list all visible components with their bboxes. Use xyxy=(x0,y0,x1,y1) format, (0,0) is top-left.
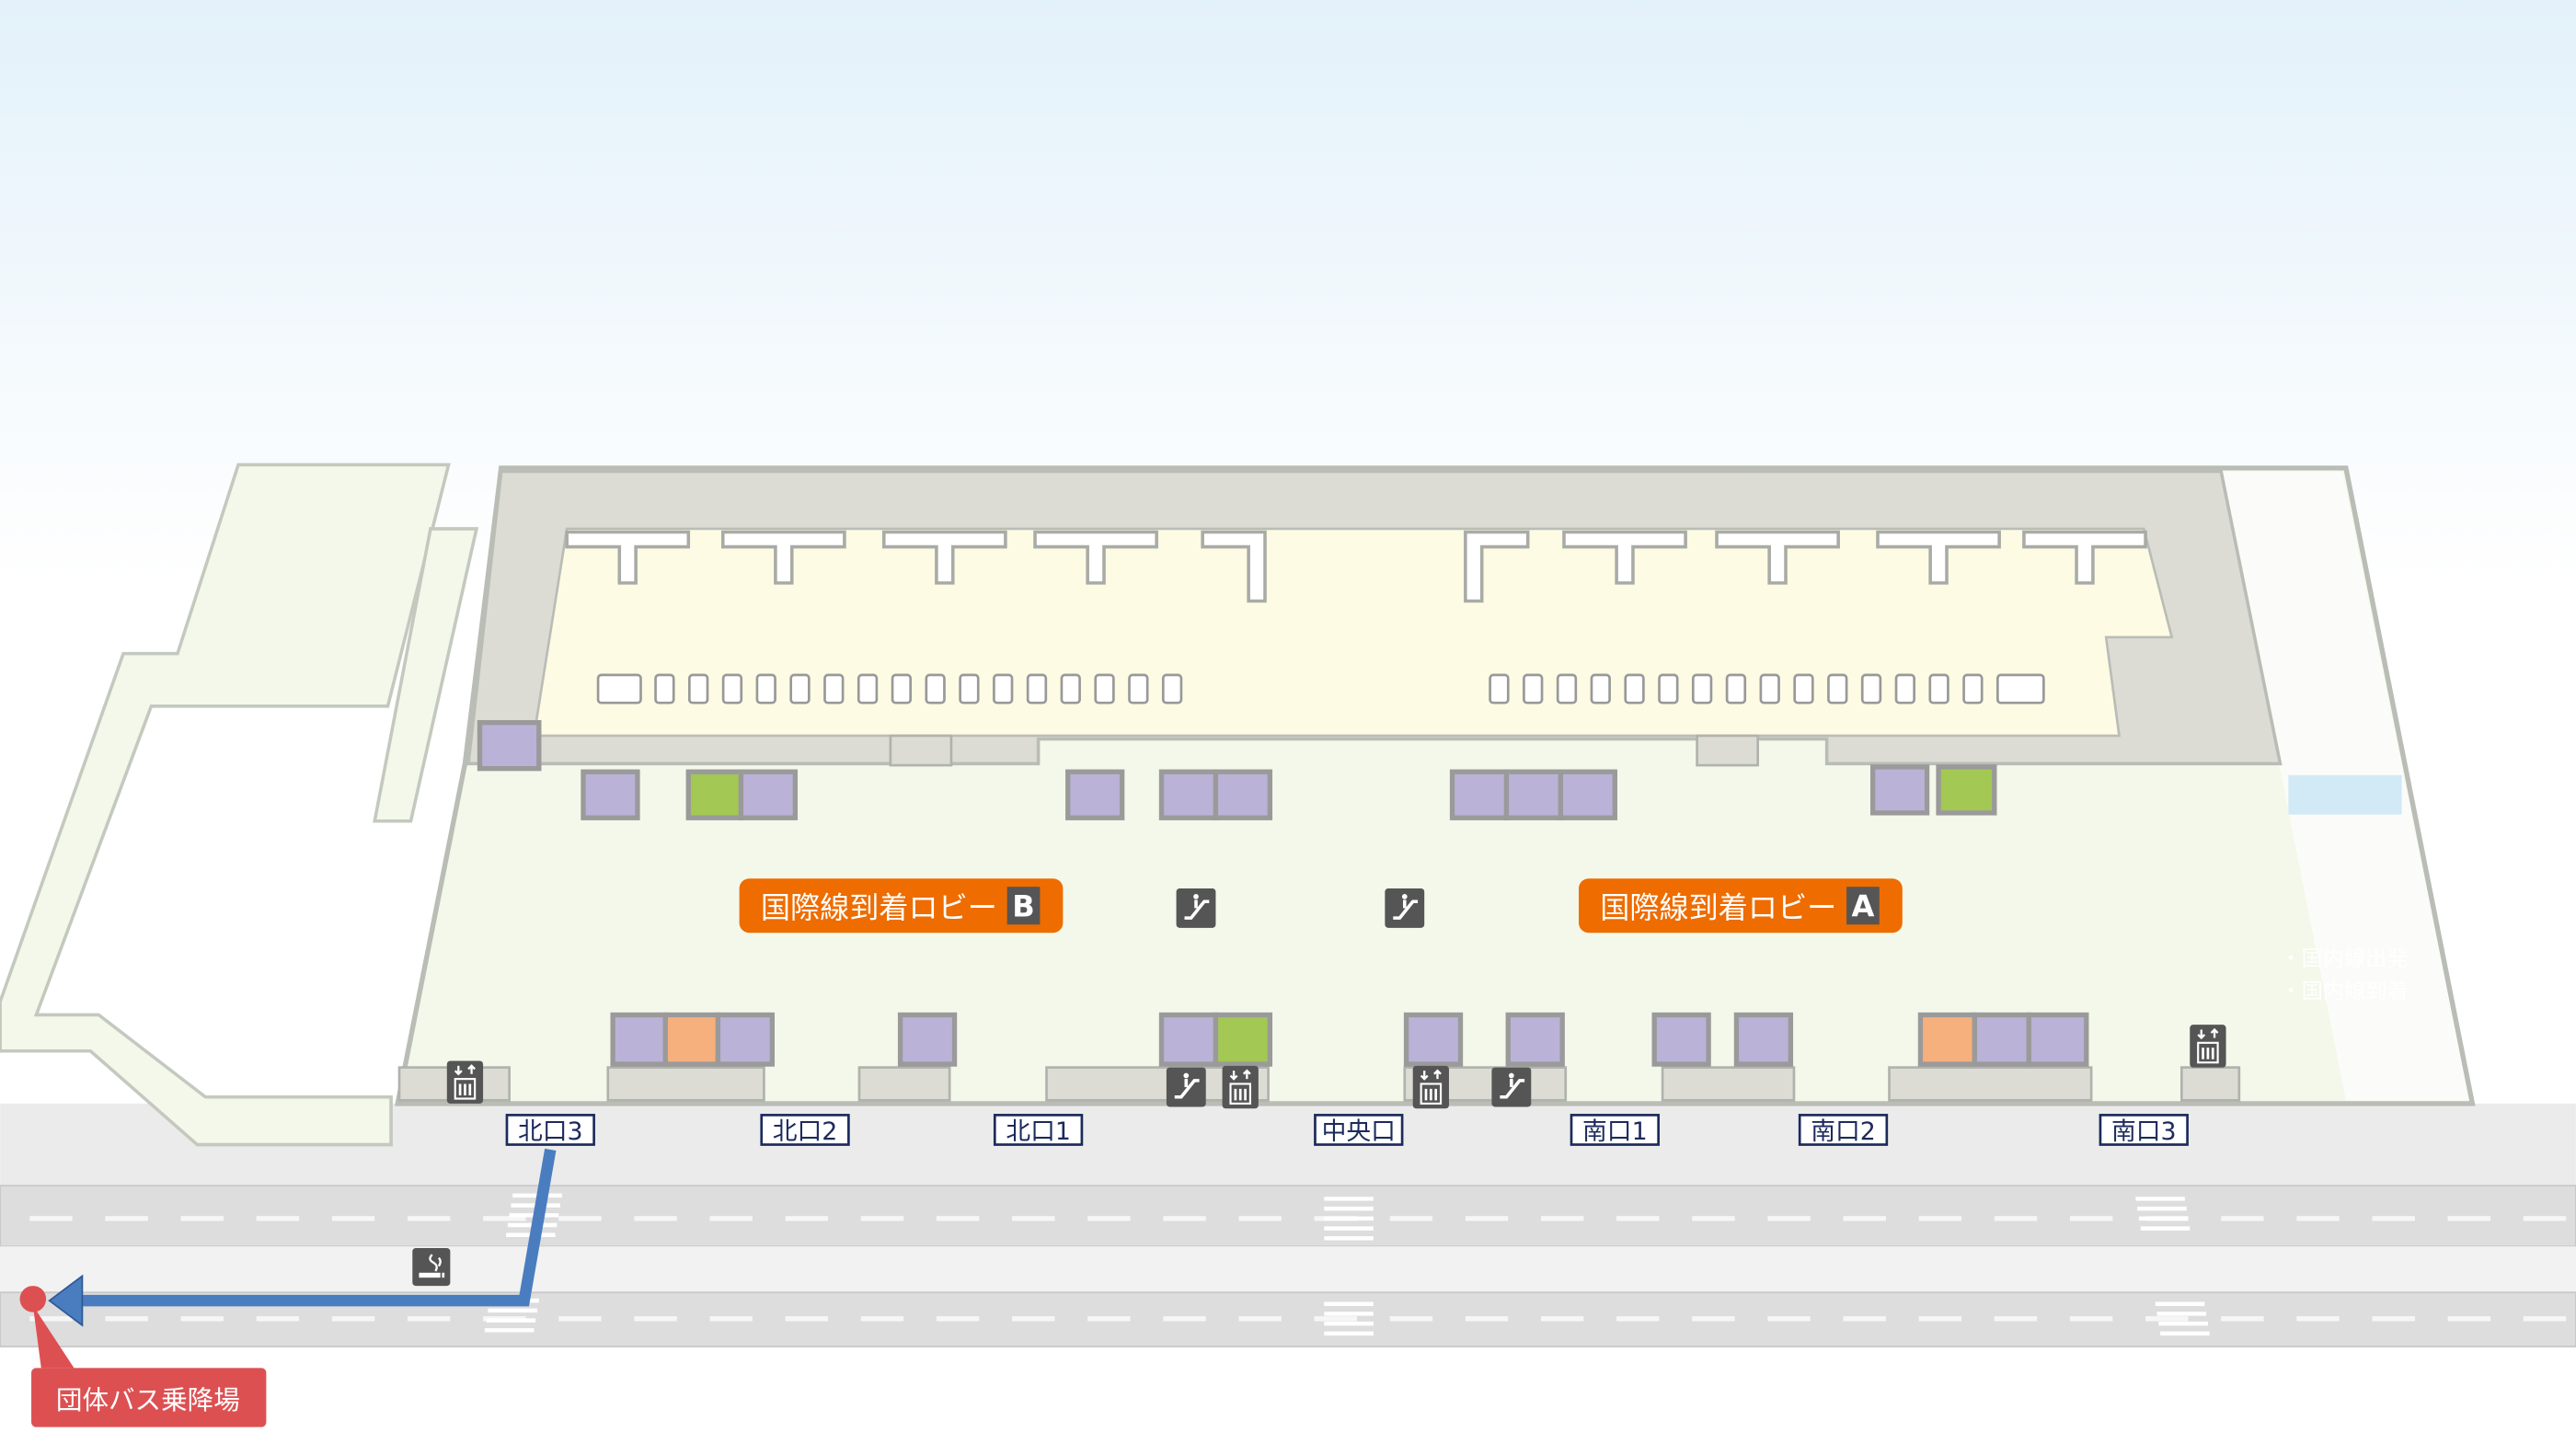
exit-label: 南口2 xyxy=(1798,1114,1889,1146)
exit-label: 北口2 xyxy=(760,1114,850,1146)
gate-desk xyxy=(1026,673,1048,705)
exit-labels: 北口3 北口2 北口1 中央口 南口1 南口2 南口3 xyxy=(505,1114,2189,1146)
gate-desk xyxy=(654,673,675,705)
exit-label: 南口3 xyxy=(2099,1114,2189,1146)
gate-desk xyxy=(789,673,811,705)
gate-desk xyxy=(1658,673,1679,705)
gate-desk xyxy=(993,673,1014,705)
gate-desk xyxy=(1128,673,1149,705)
lobby-a-letter: A xyxy=(1852,888,1875,923)
gate-desk xyxy=(688,673,709,705)
gate-desk xyxy=(925,673,946,705)
gate-desk xyxy=(1996,673,2045,705)
exit-name: 北口2 xyxy=(773,1117,838,1146)
exit-name: 南口1 xyxy=(1582,1117,1648,1146)
gate-desk xyxy=(1725,673,1747,705)
gate-desk xyxy=(823,673,845,705)
counters xyxy=(477,719,2089,1067)
pool xyxy=(2288,774,2402,815)
gate-desk xyxy=(1691,673,1713,705)
gate-desk xyxy=(1060,673,1081,705)
exit-name: 北口3 xyxy=(518,1117,583,1146)
gate-desk xyxy=(1759,673,1780,705)
boarding-gates xyxy=(565,530,2147,603)
elevator-icon xyxy=(445,1060,485,1106)
gate-desk xyxy=(1489,673,1510,705)
bus-stop-label: 団体バス乗降場 xyxy=(56,1384,240,1415)
gate-desk xyxy=(1556,673,1578,705)
gate-desk xyxy=(755,673,776,705)
walking-route xyxy=(75,1148,557,1307)
gate-desk xyxy=(1590,673,1611,705)
gate-desk xyxy=(1928,673,1949,705)
legend-domestic-arrival: ・国内線到着 xyxy=(2280,980,2408,1004)
left-building xyxy=(0,463,451,1147)
gate-desk xyxy=(959,673,980,705)
smoking-area-icon xyxy=(411,1246,452,1288)
exit-label: 南口1 xyxy=(1570,1114,1660,1146)
exit-name: 北口1 xyxy=(1006,1117,1071,1146)
gate-desk xyxy=(891,673,913,705)
route-arrowhead xyxy=(48,1274,84,1327)
exit-label: 中央口 xyxy=(1314,1114,1404,1146)
gate-desk xyxy=(596,673,642,705)
escalator-icon xyxy=(1489,1065,1534,1109)
escalator-icon xyxy=(1165,1065,1208,1109)
exit-label: 北口3 xyxy=(505,1114,595,1146)
escalator-icon xyxy=(1383,887,1426,930)
lobby-b-letter: B xyxy=(1012,888,1035,923)
gate-desks xyxy=(596,673,2045,705)
gate-desk xyxy=(1860,673,1882,705)
elevator-icon xyxy=(2188,1023,2227,1069)
exit-label: 北口1 xyxy=(993,1114,1084,1146)
gate-desk xyxy=(1793,673,1814,705)
legend-domestic-departure: ・国内線出発 xyxy=(2280,946,2408,971)
exit-name: 南口2 xyxy=(1811,1117,1876,1146)
lobby-a-badge[interactable]: 国際線到着ロビー A xyxy=(1579,878,1903,934)
gate-desk xyxy=(1962,673,1984,705)
gate-desk xyxy=(1094,673,1115,705)
exit-name: 南口3 xyxy=(2111,1117,2177,1146)
lobby-a-label: 国際線到着ロビー xyxy=(1600,890,1836,925)
bus-stop-marker[interactable]: 団体バス乗降場 xyxy=(19,1286,267,1427)
lobby-b-label: 国際線到着ロビー xyxy=(761,890,997,925)
exit-name: 中央口 xyxy=(1322,1117,1396,1146)
gate-desk xyxy=(857,673,879,705)
gate-desk xyxy=(721,673,743,705)
left-corridor xyxy=(373,527,479,823)
gate-desk xyxy=(1523,673,1544,705)
gate-desk xyxy=(1624,673,1645,705)
gate-desk xyxy=(1827,673,1848,705)
gate-desk xyxy=(1161,673,1183,705)
gate-desk xyxy=(1894,673,1915,705)
elevator-icon xyxy=(1411,1064,1451,1110)
escalator-icon xyxy=(1174,887,1218,930)
lobby-b-badge[interactable]: 国際線到着ロビー B xyxy=(739,878,1064,934)
elevator-icon xyxy=(1221,1064,1260,1110)
